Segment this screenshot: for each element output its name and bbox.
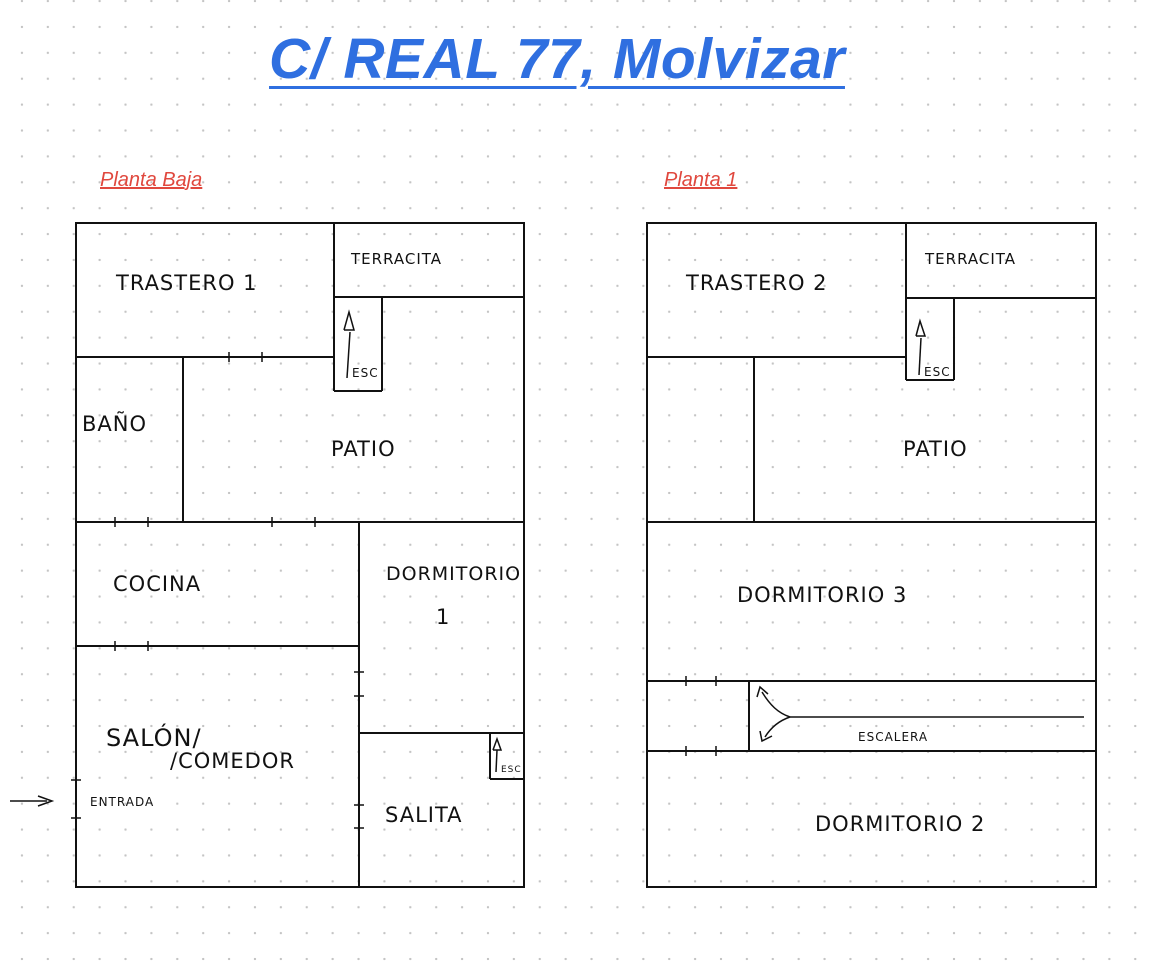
room-salita: SALITA [385, 803, 463, 827]
entrance-label: ENTRADA [90, 795, 154, 809]
room-bano: BAÑO [82, 410, 147, 436]
room-dormitorio-1-number: 1 [436, 605, 450, 629]
room-trastero-2: TRASTERO 2 [685, 271, 828, 295]
stair-arrow-icon [492, 736, 503, 751]
stair-arrow-icon [761, 691, 791, 738]
room-comedor: /COMEDOR [170, 749, 295, 773]
stair-arrow-icon [915, 318, 927, 337]
room-dormitorio-3: DORMITORIO 3 [737, 583, 907, 607]
stair-arrow-icon [495, 749, 498, 773]
ground-outer-wall [75, 222, 525, 888]
first-floor-label: Planta 1 [664, 169, 738, 191]
stair-label: ESC [924, 365, 951, 379]
entrance-arrow-icon [37, 795, 55, 807]
stair-label: ESCALERA [858, 730, 928, 744]
stair-label: ESC [352, 366, 379, 380]
ground-floor-label: Planta Baja [100, 169, 203, 191]
room-terracita: TERRACITA [924, 250, 1016, 268]
room-cocina: COCINA [113, 572, 201, 596]
ground-floor-plan: TRASTERO 1 TERRACITA ESC BAÑO PATIO COCI… [10, 222, 525, 888]
room-dormitorio-1: DORMITORIO [386, 563, 521, 585]
room-trastero-1: TRASTERO 1 [115, 271, 258, 295]
room-dormitorio-2: DORMITORIO 2 [815, 812, 985, 836]
door-marks [71, 352, 364, 829]
stair-arrow-icon [343, 309, 355, 331]
first-floor-plan: TRASTERO 2 TERRACITA ESC PATIO DORMITORI… [646, 222, 1097, 888]
stair-arrow-icon [918, 337, 922, 376]
stair-arrow-icon [346, 331, 351, 379]
stair-label: ESC [501, 765, 522, 775]
door-marks [685, 676, 717, 756]
room-patio: PATIO [903, 437, 968, 461]
first-outer-wall [646, 222, 1097, 888]
room-salon: SALÓN/ [106, 722, 202, 752]
stair-arrow-icon [756, 685, 769, 698]
stair-arrow-icon [759, 730, 773, 743]
room-patio: PATIO [331, 437, 396, 461]
page-title: C/ REAL 77, Molvizar [269, 27, 845, 91]
room-terracita: TERRACITA [350, 250, 442, 268]
